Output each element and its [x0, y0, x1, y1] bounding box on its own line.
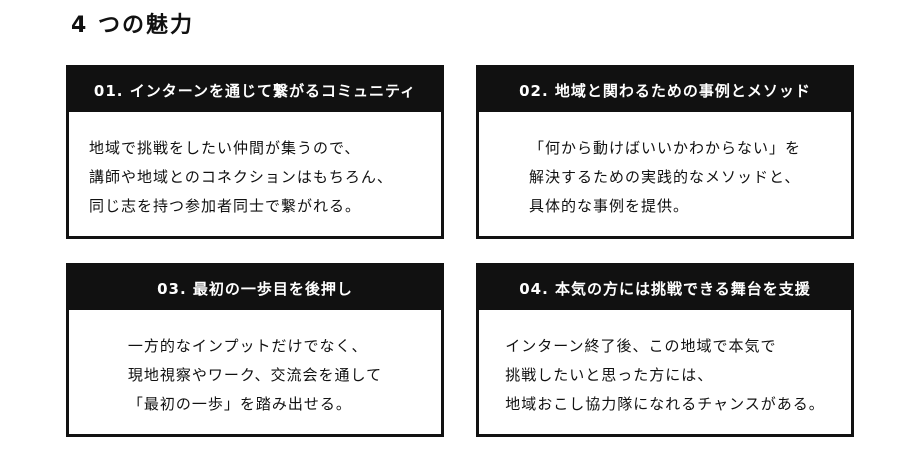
card-body: 地域で挑戦をしたい仲間が集うので、 講師や地域とのコネクションはもちろん、 同じ…: [69, 112, 441, 221]
card-text-line: 解決するための実践的なメソッドと、: [528, 168, 801, 186]
feature-card-community: 01. インターンを通じて繋がるコミュニティ 地域で挑戦をしたい仲間が集うので、…: [66, 65, 444, 239]
card-header: 01. インターンを通じて繋がるコミュニティ: [69, 68, 441, 112]
card-text-line: 現地視察やワーク、交流会を通して: [127, 366, 383, 384]
section-title: 4 つの魅力: [71, 13, 194, 38]
card-text-line: 同じ志を持つ参加者同士で繋がれる。: [89, 197, 362, 215]
card-text-line: 一方的なインプットだけでなく、: [127, 337, 368, 355]
card-header: 03. 最初の一歩目を後押し: [69, 266, 441, 310]
feature-card-first-step: 03. 最初の一歩目を後押し 一方的なインプットだけでなく、 現地視察やワーク、…: [66, 263, 444, 437]
card-body: 「何から動けばいいかわからない」を 解決するための実践的なメソッドと、 具体的な…: [479, 112, 851, 221]
card-text-line: 具体的な事例を提供。: [528, 197, 689, 215]
feature-card-methods: 02. 地域と関わるための事例とメソッド 「何から動けばいいかわからない」を 解…: [476, 65, 854, 239]
card-text-line: 講師や地域とのコネクションはもちろん、: [89, 168, 393, 186]
card-text-line: 「最初の一歩」を踏み出せる。: [127, 395, 352, 413]
card-body: 一方的なインプットだけでなく、 現地視察やワーク、交流会を通して 「最初の一歩」…: [69, 310, 441, 419]
card-body: インターン終了後、この地域で本気で 挑戦したいと思った方には、 地域おこし協力隊…: [479, 310, 851, 419]
card-text-line: 地域おこし協力隊になれるチャンスがある。: [505, 395, 825, 413]
feature-card-challenge-support: 04. 本気の方には挑戦できる舞台を支援 インターン終了後、この地域で本気で 挑…: [476, 263, 854, 437]
card-text-line: 挑戦したいと思った方には、: [505, 366, 714, 384]
card-text-line: 地域で挑戦をしたい仲間が集うので、: [89, 139, 361, 157]
card-text-line: 「何から動けばいいかわからない」を: [528, 139, 801, 157]
card-header: 02. 地域と関わるための事例とメソッド: [479, 68, 851, 112]
card-text-line: インターン終了後、この地域で本気で: [505, 337, 777, 355]
card-header: 04. 本気の方には挑戦できる舞台を支援: [479, 266, 851, 310]
